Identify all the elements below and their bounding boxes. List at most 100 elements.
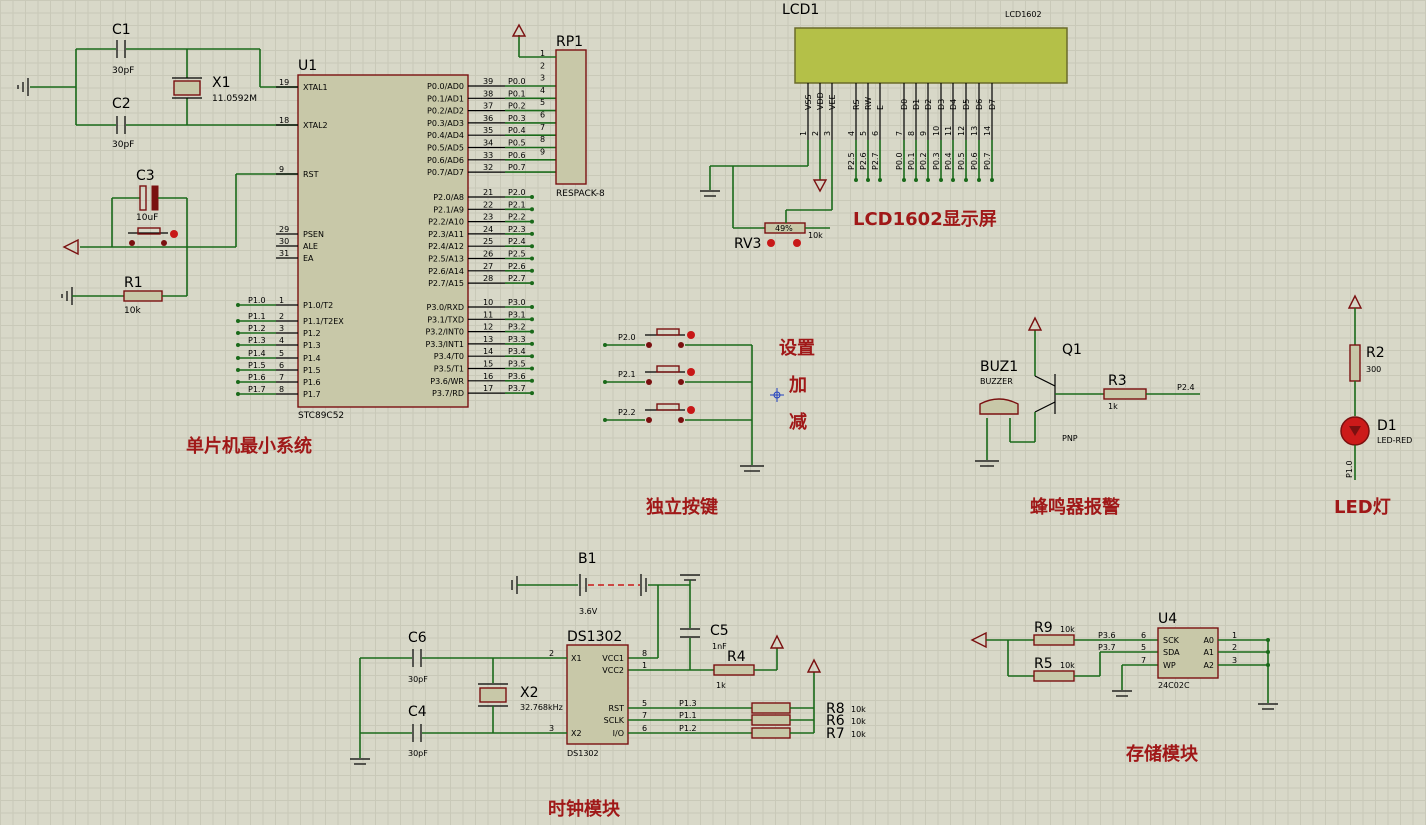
- eeprom-pin-name: SDA: [1163, 648, 1180, 657]
- mcu-pin-name: EA: [303, 254, 314, 263]
- lcd-pin-name: VSS: [804, 94, 813, 110]
- lcd-screen[interactable]: [794, 27, 1068, 84]
- mcu-net-label: P1.6: [248, 373, 266, 382]
- mcu-pin-name: P2.7/A15: [428, 279, 464, 288]
- mcu-pin-name: P0.5/AD5: [427, 144, 464, 153]
- net-end-dot: [914, 178, 918, 182]
- mcu-pin-name: P0.7/AD7: [427, 168, 464, 177]
- r5-value: 10k: [1060, 661, 1075, 670]
- rtc-pin-name: VCC1: [602, 654, 624, 663]
- eeprom-net-label: P3.6: [1098, 631, 1116, 640]
- net-end-dot: [236, 343, 240, 347]
- c1-value: 30pF: [112, 66, 134, 76]
- rtc-chip[interactable]: [566, 644, 629, 745]
- net-end-dot: [530, 305, 534, 309]
- mcu-pin-num: 4: [279, 336, 284, 345]
- net-end-dot: [236, 356, 240, 360]
- eeprom-part: 24C02C: [1158, 681, 1190, 690]
- r2-ref: R2: [1366, 345, 1385, 361]
- net-end-dot: [530, 281, 534, 286]
- section-title-lcd: LCD1602显示屏: [853, 209, 997, 230]
- mcu-pin-num: 15: [483, 360, 493, 369]
- lcd-net-label: P0.7: [983, 152, 992, 170]
- ground-symbol: [17, 78, 76, 96]
- lcd-pin-num: 8: [907, 131, 916, 136]
- buzzer-part: BUZZER: [980, 377, 1013, 386]
- mcu-net-label: P0.2: [508, 102, 526, 111]
- mcu-chip[interactable]: [297, 74, 469, 408]
- lcd-pin-num: 14: [983, 126, 992, 136]
- eeprom-pin-num: 7: [1141, 656, 1146, 665]
- mcu-pin-name: P0.1/AD1: [427, 94, 464, 103]
- net-end-dot: [951, 178, 955, 182]
- lcd-pin-name: D6: [975, 99, 984, 110]
- rtc-res-value: 10k: [851, 730, 866, 739]
- r4-value: 1k: [716, 681, 726, 690]
- key-label-add: 加: [788, 375, 807, 396]
- mcu-pin-name: P0.0/AD0: [427, 82, 464, 91]
- respack-pin-num: 3: [540, 74, 545, 83]
- buzzer-ref: BUZ1: [980, 359, 1018, 375]
- mcu-net-label: P3.7: [508, 384, 526, 393]
- eeprom-pin-num: 2: [1232, 643, 1237, 652]
- mcu-pin-num: 22: [483, 200, 493, 209]
- mcu-pin-name: P3.7/RD: [432, 389, 464, 398]
- lcd-pin-name: E: [876, 105, 885, 110]
- respack[interactable]: [555, 49, 587, 185]
- mcu-pin-num: 13: [483, 335, 493, 344]
- mcu-pin-num: 29: [279, 225, 289, 234]
- mcu-pin-num: 31: [279, 249, 289, 258]
- mcu-pin-name: P3.1/TXD: [427, 315, 464, 324]
- eeprom-pin-name: A0: [1203, 636, 1214, 645]
- buzzer-section: BUZ1 BUZZER Q1 PNP R3 1k P2.4 蜂鸣器报警: [975, 316, 1200, 518]
- lcd-net-label: P0.5: [957, 152, 966, 170]
- lcd-pin-num: 7: [895, 131, 904, 136]
- lcd-pins: VSS1VDD2VEE3RS4P2.5RW5P2.6E6P2.7D07P0.0D…: [799, 83, 997, 182]
- rtc-pin-num: 8: [642, 649, 647, 658]
- net-end-dot: [530, 219, 534, 224]
- mcu-pin-name: P2.2/A10: [428, 218, 464, 227]
- respack-pin-num: 2: [540, 61, 545, 70]
- mcu-pin-num: 25: [483, 237, 493, 246]
- mcu-pin-name: P3.3/INT1: [425, 340, 464, 349]
- rv-pin-dot: [767, 239, 775, 247]
- mcu-net-label: P1.0: [248, 296, 266, 305]
- mcu-net-label: P3.6: [508, 372, 526, 381]
- push-button[interactable]: [645, 328, 695, 348]
- rtc-net-label: P1.1: [679, 711, 697, 720]
- net-end-dot: [977, 178, 981, 182]
- mcu-pin-num: 39: [483, 77, 493, 86]
- respack-pin-num: 8: [540, 135, 545, 144]
- rtc-pin-num: 1: [642, 661, 647, 670]
- eeprom-chip[interactable]: [1157, 627, 1219, 679]
- lcd-pin-name: D0: [900, 99, 909, 110]
- mcu-net-label: P2.4: [508, 237, 526, 246]
- lcd-pin-num: 5: [859, 131, 868, 136]
- mcu-net-label: P1.7: [248, 385, 266, 394]
- resistor: [751, 702, 791, 714]
- push-button[interactable]: [645, 403, 695, 423]
- lcd-pin-num: 12: [957, 126, 966, 136]
- lcd-pin-num: 13: [970, 126, 979, 136]
- mcu-pin-num: 24: [483, 225, 493, 234]
- d1-ref: D1: [1377, 418, 1397, 434]
- lcd-net-label: P0.0: [895, 152, 904, 170]
- c6-value: 30pF: [408, 675, 428, 684]
- reset-button[interactable]: [128, 227, 178, 246]
- net-end-dot: [990, 178, 994, 182]
- rtc-pin-name: VCC2: [602, 666, 624, 675]
- keys-section: P2.0P2.1P2.2 设置 加 减 独立按键: [603, 328, 815, 518]
- net-end-dot: [530, 366, 534, 371]
- eeprom-ref: U4: [1158, 611, 1177, 627]
- mcu-pin-name: P2.6/A14: [428, 267, 464, 276]
- lcd-pin-num: 10: [932, 126, 941, 136]
- section-title-buzzer: 蜂鸣器报警: [1030, 496, 1120, 518]
- buzzer-net: P2.4: [1177, 383, 1195, 392]
- push-button[interactable]: [645, 365, 695, 385]
- eeprom-pin-name: A2: [1203, 661, 1214, 670]
- eeprom-pin-name: SCK: [1163, 636, 1180, 645]
- mcu-pin-num: 1: [279, 296, 284, 305]
- rtc-part: DS1302: [567, 749, 599, 758]
